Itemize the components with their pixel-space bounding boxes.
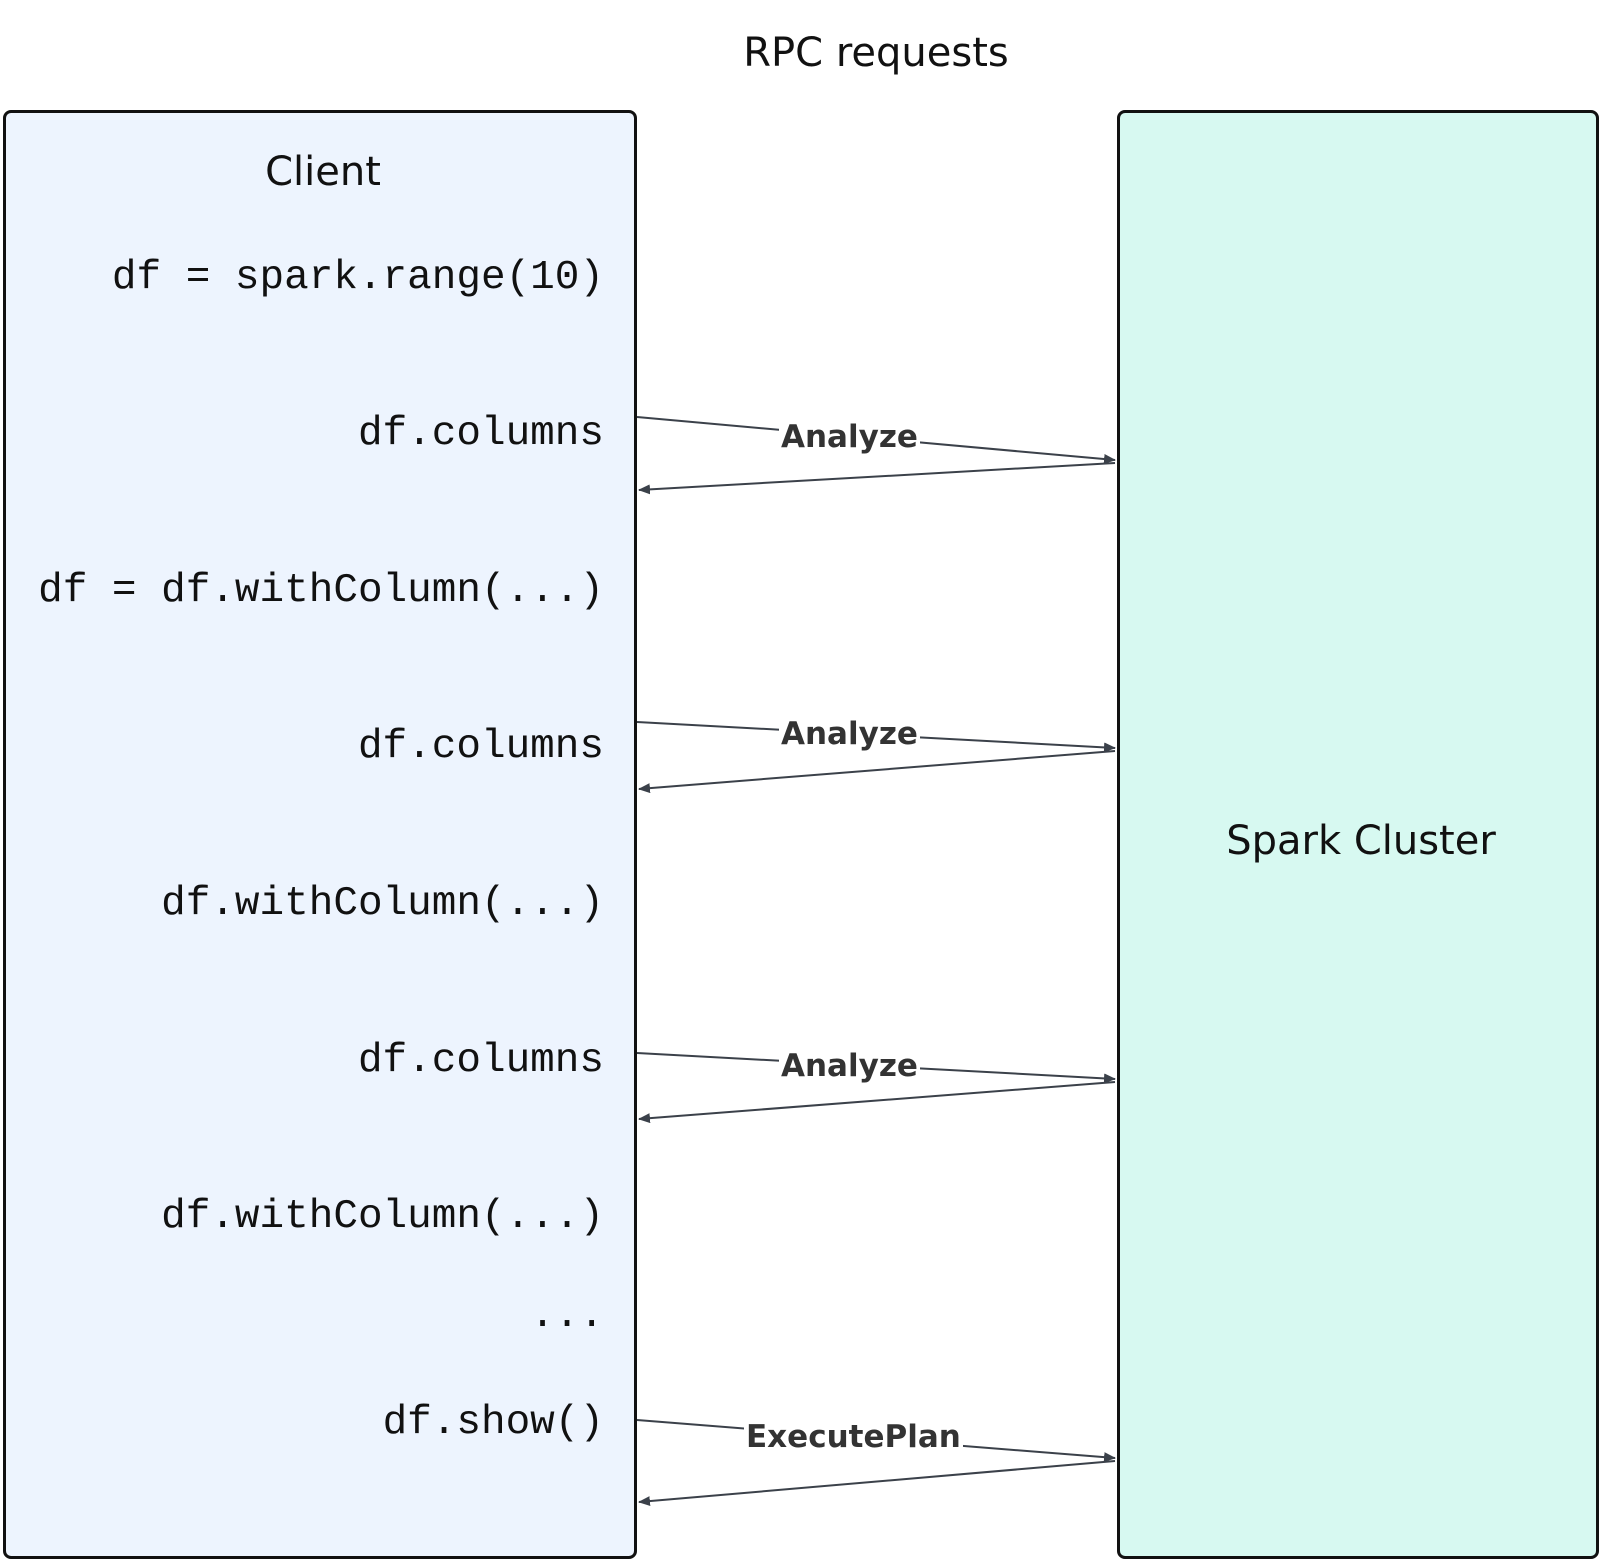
code-line-range: df = spark.range(10) [111, 255, 604, 301]
spark-cluster-panel: Spark Cluster [1117, 110, 1599, 1559]
spark-cluster-label: Spark Cluster [1226, 818, 1496, 864]
rpc-label-executeplan: ExecutePlan [744, 1419, 963, 1455]
code-line-columns-3: df.columns [357, 1038, 604, 1084]
rpc-label-analyze-3: Analyze [779, 1048, 920, 1084]
response-arrow-4 [638, 1460, 1116, 1507]
client-panel: Client df = spark.range(10) df.columns d… [3, 110, 637, 1559]
diagram-title: RPC requests [743, 30, 1009, 76]
rpc-label-analyze-1: Analyze [779, 419, 920, 455]
code-line-ellipsis: ... [530, 1293, 604, 1339]
code-line-columns-2: df.columns [357, 724, 604, 770]
code-line-withcolumn-2: df.withColumn(...) [161, 881, 604, 927]
code-line-withcolumn-3: df.withColumn(...) [161, 1194, 604, 1240]
code-line-withcolumn-1: df = df.withColumn(...) [38, 568, 604, 614]
code-line-show: df.show() [382, 1400, 604, 1446]
response-arrow-1 [638, 462, 1116, 495]
response-arrow-3 [638, 1081, 1116, 1124]
client-label: Client [265, 149, 381, 195]
code-line-columns-1: df.columns [357, 411, 604, 457]
response-arrow-2 [638, 750, 1116, 794]
rpc-label-analyze-2: Analyze [779, 716, 920, 752]
